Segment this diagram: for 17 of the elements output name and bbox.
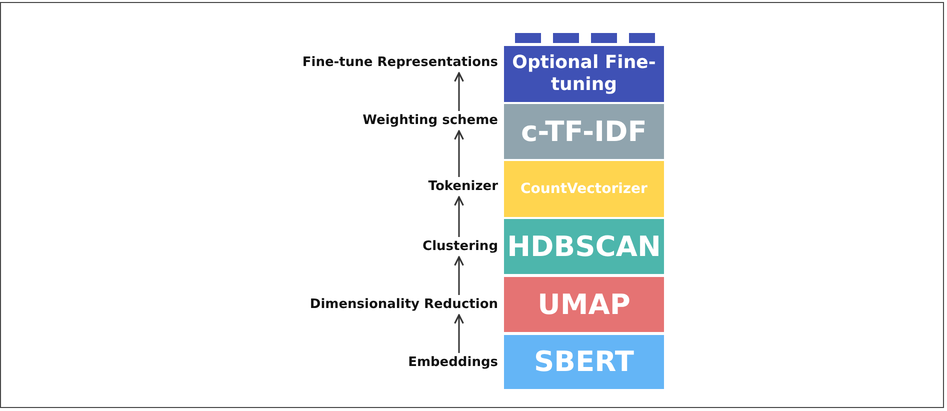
step-label: Weighting scheme <box>362 112 498 130</box>
step-label: Dimensionality Reduction <box>310 296 498 314</box>
step-label: Embeddings <box>408 354 498 372</box>
arrow <box>454 314 464 353</box>
layer-block: HDBSCAN <box>504 219 664 274</box>
layer-block: CountVectorizer <box>504 161 664 217</box>
arrow <box>454 72 464 111</box>
layer-block: Optional Fine-tuning <box>504 46 664 102</box>
arrow <box>454 256 464 295</box>
arrow <box>454 196 464 237</box>
arrow <box>454 130 464 177</box>
step-label: Fine-tune Representations <box>302 54 498 72</box>
step-label: Clustering <box>422 238 498 256</box>
layer-block: UMAP <box>504 277 664 332</box>
step-label: Tokenizer <box>428 178 498 196</box>
layer-block: SBERT <box>504 335 664 389</box>
layer-block: c-TF-IDF <box>504 104 664 159</box>
